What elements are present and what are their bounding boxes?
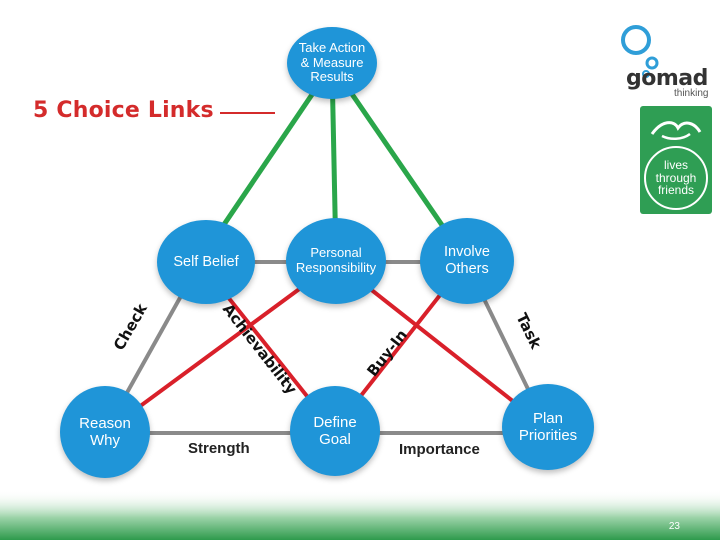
badge-text: lives through friends (644, 146, 708, 210)
thought-bubble-icon (621, 25, 659, 78)
title-blank-line (219, 112, 275, 114)
gomad-subtext: thinking (674, 88, 709, 99)
node-involve-others: Involve Others (420, 218, 514, 304)
page-number: 23 (668, 521, 680, 532)
node-define-goal: Define Goal (290, 386, 380, 476)
bottom-band (0, 490, 720, 540)
lives-through-friends-badge: lives through friends (640, 106, 712, 214)
gomad-logo: gomad thinking (618, 18, 713, 100)
edge-reason-responsibility (103, 260, 338, 434)
node-reason-why: Reason Why (60, 386, 150, 478)
node-take-action: Take Action & Measure Results (287, 27, 377, 99)
node-plan-priorities: Plan Priorities (502, 384, 594, 470)
node-personal-responsibility: Personal Responsibility (286, 218, 386, 304)
gomad-wordmark: gomad (626, 66, 708, 91)
label-importance: Importance (399, 441, 480, 458)
slide-title: 5 Choice Links (33, 98, 275, 123)
node-self-belief: Self Belief (157, 220, 255, 304)
label-strength: Strength (188, 440, 250, 457)
handshake-icon (650, 121, 702, 140)
